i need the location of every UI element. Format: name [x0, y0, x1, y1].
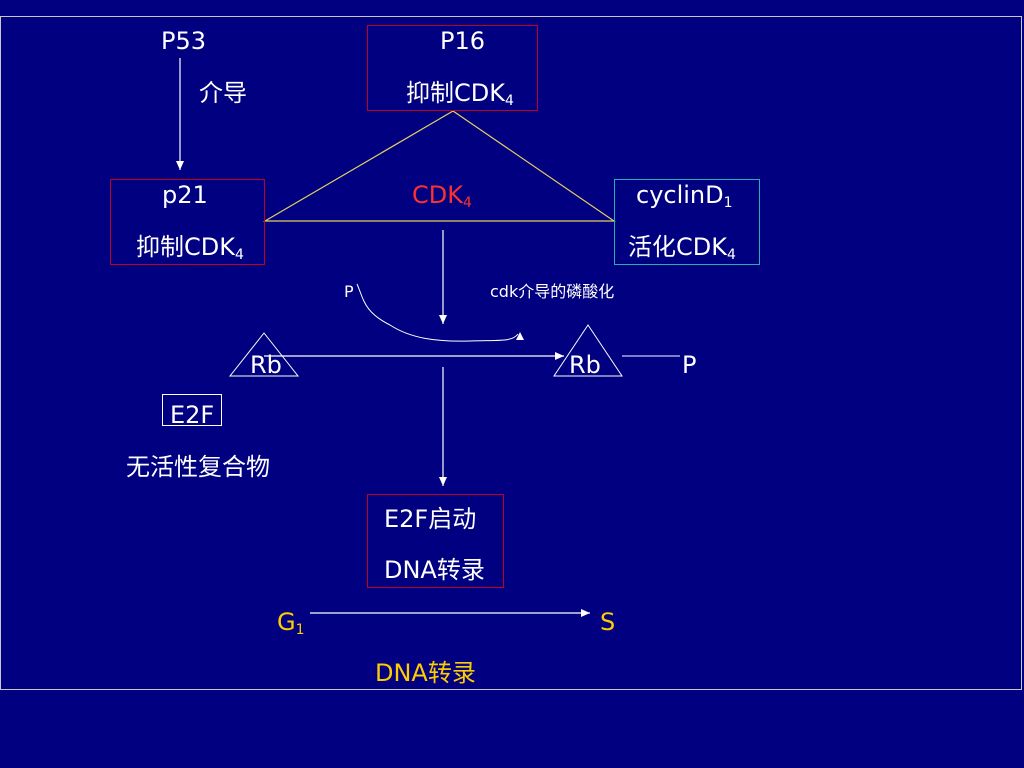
- p16-label: P16: [440, 27, 486, 55]
- cyclin-d1-label: cyclinD1: [636, 181, 733, 211]
- cdk4-label: CDK4: [412, 181, 472, 211]
- rb-left-label: Rb: [250, 351, 282, 379]
- g1-label: G1: [277, 608, 305, 638]
- p21-box: [110, 179, 265, 265]
- p16-action: 抑制CDK4: [406, 79, 514, 109]
- p53-label: P53: [161, 27, 207, 55]
- cdk4-complex-triangle: [262, 110, 616, 222]
- p21-label: p21: [162, 181, 208, 209]
- e2f-box: [162, 394, 222, 426]
- p53-action: 介导: [199, 79, 247, 107]
- rb-right-label: Rb: [569, 351, 601, 379]
- phosphate-arrowhead: [516, 332, 524, 340]
- slide-frame: [0, 16, 1022, 690]
- cyclin-d1-action: 活化CDK4: [628, 233, 736, 263]
- rb-right-triangle: [553, 324, 623, 377]
- p16-box: [367, 25, 538, 111]
- phosphorylation-note: cdk介导的磷酸化: [490, 282, 615, 301]
- e2f-activation-line2: DNA转录: [384, 556, 485, 584]
- rb-left-triangle: [228, 332, 300, 377]
- e2f-activation-box: [367, 494, 504, 588]
- e2f-activation-line1: E2F启动: [384, 505, 477, 533]
- p21-action: 抑制CDK4: [136, 233, 244, 263]
- inactive-complex-label: 无活性复合物: [126, 453, 270, 481]
- e2f-label: E2F: [170, 401, 215, 429]
- phosphate-transfer-curve: [356, 283, 519, 342]
- cycle-caption: DNA转录: [375, 659, 476, 687]
- s-label: S: [600, 608, 616, 636]
- rb-right-p-label: P: [682, 351, 697, 379]
- phosphate-p-label: P: [344, 282, 354, 301]
- cyclin-d1-box: [614, 179, 760, 265]
